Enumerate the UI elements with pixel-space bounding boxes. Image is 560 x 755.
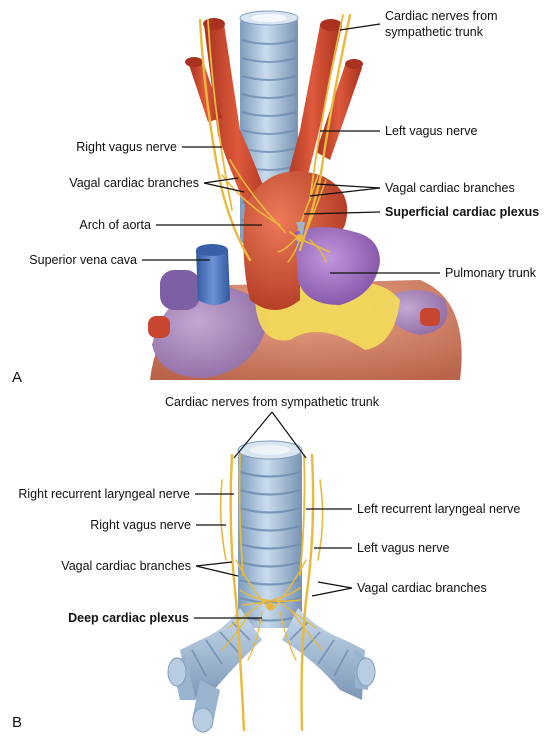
label-vagal-cardiac-a-left: Vagal cardiac branches [69,176,199,190]
label-vagal-cardiac-b-right: Vagal cardiac branches [357,581,487,595]
label-cardiac-nerves-a-line2: sympathetic trunk [385,25,484,39]
label-left-vagus-a: Left vagus nerve [385,124,477,138]
label-vagal-cardiac-b-left: Vagal cardiac branches [61,559,191,573]
label-right-vagus-b: Right vagus nerve [90,518,191,532]
trachea-b [237,440,303,628]
label-cardiac-nerves-a-line1: Cardiac nerves from [385,9,498,23]
label-vagal-cardiac-a-right: Vagal cardiac branches [385,181,515,195]
panel-b-letter: B [12,714,22,731]
panel-a-illustration [148,10,462,380]
label-cardiac-nerves-b: Cardiac nerves from sympathetic trunk [165,395,380,409]
left-common-carotid [282,22,342,206]
nerves-b [219,453,324,732]
label-deep-cardiac-plexus: Deep cardiac plexus [68,611,189,625]
label-superior-vena-cava: Superior vena cava [29,253,137,267]
left-main-bronchus [282,608,365,700]
panel-b-illustration [167,440,376,733]
label-pulmonary-trunk: Pulmonary trunk [445,266,537,280]
leader-lines-b [194,411,353,619]
label-superficial-cardiac-plexus: Superficial cardiac plexus [385,205,539,219]
superior-vena-cava [196,246,230,305]
leader-lines-a [142,23,440,274]
label-right-vagus-a: Right vagus nerve [76,140,177,154]
label-left-recurrent-laryngeal: Left recurrent laryngeal nerve [357,502,520,516]
label-arch-of-aorta: Arch of aorta [79,218,151,232]
label-left-vagus-b: Left vagus nerve [357,541,449,555]
label-right-recurrent-laryngeal: Right recurrent laryngeal nerve [18,487,190,501]
arch-of-aorta [243,171,348,310]
brachiocephalic-artery [204,22,272,212]
panel-a-letter: A [12,369,22,386]
nerves-a [198,13,352,263]
